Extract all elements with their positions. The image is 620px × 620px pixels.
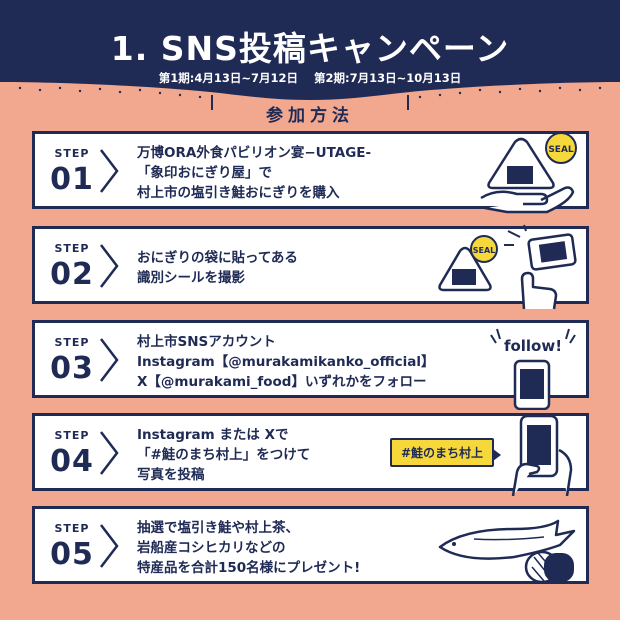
step-label: STEP [54, 336, 90, 349]
step-line: 抽選で塩引き鮭や村上茶、 [137, 520, 299, 536]
step-line: おにぎりの袋に貼ってある [137, 250, 298, 266]
step-number: 02 [50, 257, 94, 292]
step-card-04: STEP 04 Instagram または Xで 「#鮭のまち村上」をつけて 写… [32, 413, 589, 496]
step-card-05: STEP 05 抽選で塩引き鮭や村上茶、 岩船産コシヒカリなどの 特産品を合計1… [32, 506, 589, 584]
page-title: 1. SNS投稿キャンペーン [110, 29, 510, 68]
step-line: 「象印おにぎり屋」で [137, 165, 272, 181]
follow-phone-icon: follow! [490, 328, 576, 410]
step-description: Instagram または Xで 「#鮭のまち村上」をつけて 写真を投稿 [137, 425, 467, 485]
step-description: おにぎりの袋に貼ってある 識別シールを撮影 [137, 248, 467, 288]
camera-phone-seal-icon: SEAL [438, 224, 577, 310]
step-number: 03 [50, 351, 94, 386]
step-line: 特産品を合計150名様にプレゼント! [137, 560, 361, 576]
step-line: Instagram【@murakamikanko_official】 [137, 354, 435, 370]
curtain-banner [0, 0, 620, 110]
step-number: 05 [50, 537, 94, 572]
campaign-period: 第1期:4月13日~7月12日 第2期:7月13日~10月13日 [0, 70, 620, 86]
step-description: 村上市SNSアカウント Instagram【@murakamikanko_off… [137, 332, 467, 392]
step-number: 01 [50, 162, 94, 197]
chevron-right-icon [100, 524, 119, 568]
follow-label: follow! [504, 337, 562, 355]
step-card-02: STEP 02 おにぎりの袋に貼ってある 識別シールを撮影 SEAL [32, 224, 589, 310]
step-label: STEP [54, 429, 90, 442]
seal-label: SEAL [548, 145, 574, 155]
step-line: 写真を投稿 [137, 467, 205, 483]
section-heading: 参加方法 [266, 106, 354, 126]
step-line: 岩船産コシヒカリなどの [137, 540, 286, 556]
phone-in-hand-icon [511, 414, 573, 496]
step-line: 万博ORA外食パビリオン宴−UTAGE- [137, 145, 372, 161]
period-phase-2: 第2期:7月13日~10月13日 [314, 71, 462, 85]
onigiri-purchase-icon: SEAL [480, 132, 577, 214]
step-line: Instagram または Xで [137, 427, 289, 443]
step-line: X【@murakami_food】いずれかをフォロー [137, 374, 427, 390]
step-description: 抽選で塩引き鮭や村上茶、 岩船産コシヒカリなどの 特産品を合計150名様にプレゼ… [137, 518, 467, 578]
step-line: 村上市SNSアカウント [137, 334, 276, 350]
step-line: 村上市の塩引き鮭おにぎりを購入 [137, 185, 340, 201]
salmon-prize-icon [438, 519, 576, 584]
step-line: 「#鮭のまち村上」をつけて [137, 447, 311, 463]
step-card-01: STEP 01 万博ORA外食パビリオン宴−UTAGE- 「象印おにぎり屋」で … [32, 131, 589, 214]
step-number: 04 [50, 444, 94, 479]
period-phase-1: 第1期:4月13日~7月12日 [158, 71, 298, 85]
chevron-right-icon [100, 149, 119, 193]
step-card-03: STEP 03 村上市SNSアカウント Instagram【@murakamik… [32, 320, 589, 410]
chevron-right-icon [100, 338, 119, 382]
step-label: STEP [54, 147, 90, 160]
step-description: 万博ORA外食パビリオン宴−UTAGE- 「象印おにぎり屋」で 村上市の塩引き鮭… [137, 143, 467, 203]
step-label: STEP [54, 242, 90, 255]
chevron-right-icon [100, 431, 119, 475]
step-line: 識別シールを撮影 [137, 270, 245, 286]
chevron-right-icon [100, 244, 119, 288]
hashtag-badge: #鮭のまち村上 [390, 438, 502, 467]
header-banner: 1. SNS投稿キャンペーン 第1期:4月13日~7月12日 第2期:7月13日~… [0, 0, 620, 126]
seal-label: SEAL [473, 246, 496, 255]
step-label: STEP [54, 522, 90, 535]
